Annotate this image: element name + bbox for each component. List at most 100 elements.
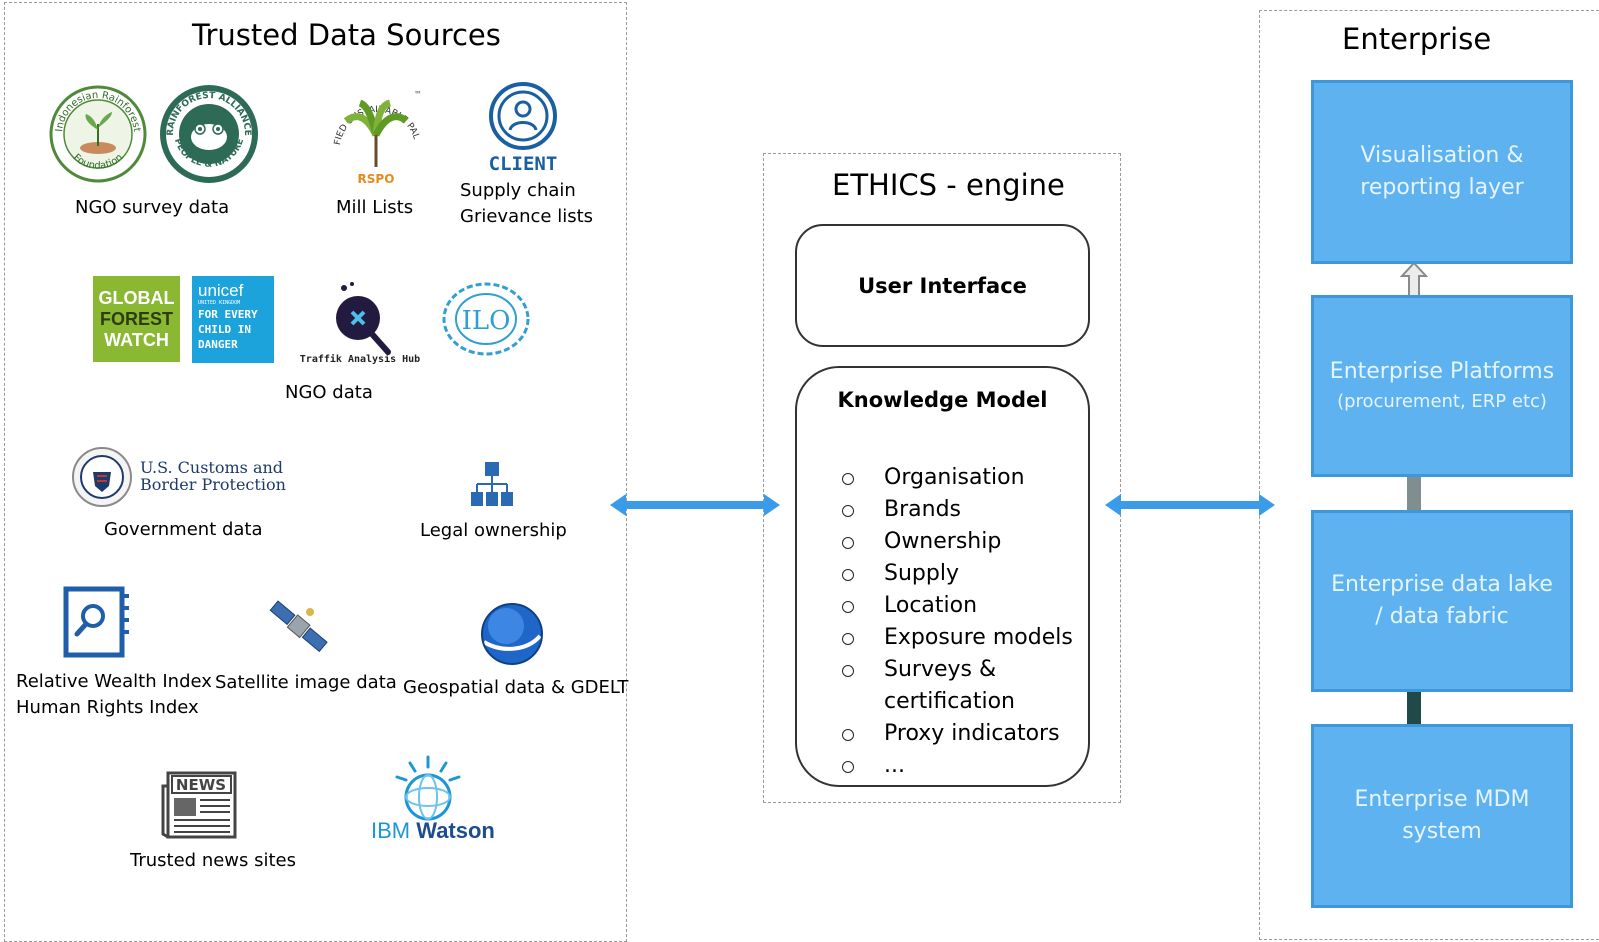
bullet-icon: [842, 761, 854, 773]
satellite-icon: [269, 600, 328, 653]
supply-chain-line1: Supply chain: [460, 180, 576, 201]
knowledge-model-title: Knowledge Model: [837, 388, 1048, 412]
connector-platforms-datalake: [1407, 475, 1421, 513]
gfw-line3: WATCH: [104, 330, 169, 350]
bullet-icon: [842, 601, 854, 613]
knowledge-model-item-text: Brands: [884, 497, 961, 522]
ibm-watson-icon: [395, 755, 461, 821]
global-forest-watch-logo: GLOBAL FOREST WATCH: [93, 276, 180, 362]
cbp-wordmark: U.S. Customs and Border Protection: [140, 459, 286, 493]
enterprise-platforms-box: Enterprise Platforms (procurement, ERP e…: [1311, 295, 1573, 477]
enterprise-title: Enterprise: [1342, 22, 1492, 56]
trusted-data-sources-title: Trusted Data Sources: [192, 18, 501, 52]
ethics-engine-panel: [763, 153, 1121, 803]
rwi-line2: Human Rights Index: [16, 697, 199, 718]
user-interface-label: User Interface: [858, 273, 1027, 298]
knowledge-model-item-text: Proxy indicators: [884, 721, 1060, 746]
visualisation-reporting-box: Visualisation & reporting layer: [1311, 80, 1573, 264]
knowledge-model-item: Brands: [842, 494, 1073, 526]
ilo-logo: ILO: [442, 282, 530, 356]
knowledge-model-item-text: Exposure models: [884, 625, 1073, 650]
up-arrow-icon: [1399, 261, 1429, 298]
datalake-line2: / data fabric: [1375, 604, 1509, 629]
rspo-logo: CERTIFIED SUSTAINABLE PALM OIL ™ RSPO: [322, 78, 422, 186]
cbp-seal-icon: [72, 447, 132, 507]
knowledge-model-item-text: Ownership: [884, 529, 1002, 554]
knowledge-model-item-text-line2: certification: [884, 689, 1015, 714]
satellite-image-label: Satellite image data: [215, 672, 397, 693]
bullet-icon: [842, 473, 854, 485]
legal-ownership-label: Legal ownership: [420, 520, 567, 541]
visualisation-line2: reporting layer: [1360, 175, 1524, 200]
knowledge-model-item-text: Supply: [884, 561, 959, 586]
datalake-line1: Enterprise data lake: [1331, 572, 1553, 597]
unicef-line1: FOR EVERY: [198, 308, 258, 321]
rwi-label: Relative Wealth Index Human Rights Index: [16, 669, 212, 721]
news-logo-text: NEWS: [176, 776, 226, 794]
double-arrow-engine-enterprise: [1105, 494, 1275, 516]
watson-text: Watson: [416, 818, 495, 843]
knowledge-model-item-text: Organisation: [884, 465, 1025, 490]
geospatial-label: Geospatial data & GDELT: [403, 677, 629, 698]
rainforest-alliance-logo: RAINFOREST ALLIANCE PEOPLE & NATURE: [160, 85, 258, 183]
client-logo: CLIENT: [489, 82, 558, 175]
platforms-line1: Enterprise Platforms: [1329, 359, 1555, 384]
indonesian-rainforest-foundation-logo: Indonesian Rainforest Foundation: [49, 85, 147, 183]
knowledge-model-item: Exposure models: [842, 622, 1073, 654]
knowledge-model-item: ...: [842, 750, 1073, 782]
ilo-text: ILO: [462, 306, 511, 336]
newspaper-icon: NEWS: [161, 771, 237, 839]
unicef-sub: UNITED KINGDOM: [198, 300, 241, 306]
knowledge-model-item: Supply: [842, 558, 1073, 590]
visualisation-line1: Visualisation &: [1360, 143, 1524, 168]
bullet-icon: [842, 569, 854, 581]
rspo-text: RSPO: [358, 172, 395, 186]
ngo-data-label: NGO data: [285, 382, 373, 403]
globe-icon: [481, 603, 543, 665]
bullet-icon: [842, 633, 854, 645]
connector-datalake-mdm: [1407, 690, 1421, 728]
mdm-line2: system: [1402, 819, 1482, 844]
traffik-analysis-hub-logo: Traffik Analysis Hub: [300, 282, 420, 365]
mdm-line1: Enterprise MDM: [1354, 787, 1530, 812]
enterprise-mdm-box: Enterprise MDM system: [1311, 724, 1573, 908]
supply-chain-label: Supply chain Grievance lists: [460, 178, 593, 230]
user-interface-box: User Interface: [795, 224, 1090, 347]
unicef-line2: CHILD IN: [198, 323, 251, 336]
rwi-line1: Relative Wealth Index: [16, 671, 212, 692]
knowledge-model-item: Proxy indicators: [842, 718, 1073, 750]
bullet-icon: [842, 505, 854, 517]
mill-lists-label: Mill Lists: [336, 197, 414, 218]
ibm-text: IBM: [371, 818, 411, 843]
gfw-line1: GLOBAL: [98, 288, 175, 308]
knowledge-model-item: Surveys & certification: [842, 654, 1073, 718]
bullet-icon: [842, 665, 854, 677]
client-logo-text: CLIENT: [489, 153, 558, 175]
bullet-icon: [842, 729, 854, 741]
trusted-news-sites-label: Trusted news sites: [130, 850, 297, 871]
supply-chain-line2: Grievance lists: [460, 206, 594, 227]
unicef-wordmark: unicef: [198, 281, 244, 300]
ethics-engine-title: ETHICS - engine: [832, 168, 1065, 202]
unicef-logo: unicef UNITED KINGDOM FOR EVERY CHILD IN…: [192, 276, 274, 363]
platforms-line2: (procurement, ERP etc): [1337, 391, 1547, 412]
knowledge-model-item: Organisation: [842, 462, 1073, 494]
enterprise-data-lake-box: Enterprise data lake / data fabric: [1311, 510, 1573, 692]
knowledge-model-item-text: Surveys &: [884, 657, 997, 682]
gfw-line2: FOREST: [99, 309, 173, 329]
rspo-tm: ™: [414, 90, 422, 99]
ibm-watson-wordmark: IBM Watson: [371, 818, 495, 844]
government-data-label: Government data: [104, 519, 263, 540]
knowledge-model-item: Ownership: [842, 526, 1073, 558]
bullet-icon: [842, 537, 854, 549]
ngo-survey-data-label: NGO survey data: [75, 197, 230, 218]
traffik-text: Traffik Analysis Hub: [300, 353, 420, 365]
double-arrow-sources-engine: [610, 494, 780, 516]
cbp-line1: U.S. Customs and: [140, 458, 284, 477]
unicef-line3: DANGER: [198, 338, 238, 351]
knowledge-model-item: Location: [842, 590, 1073, 622]
org-chart-icon: [471, 462, 513, 506]
knowledge-model-item-text: ...: [884, 753, 905, 778]
knowledge-model-item-text: Location: [884, 593, 978, 618]
